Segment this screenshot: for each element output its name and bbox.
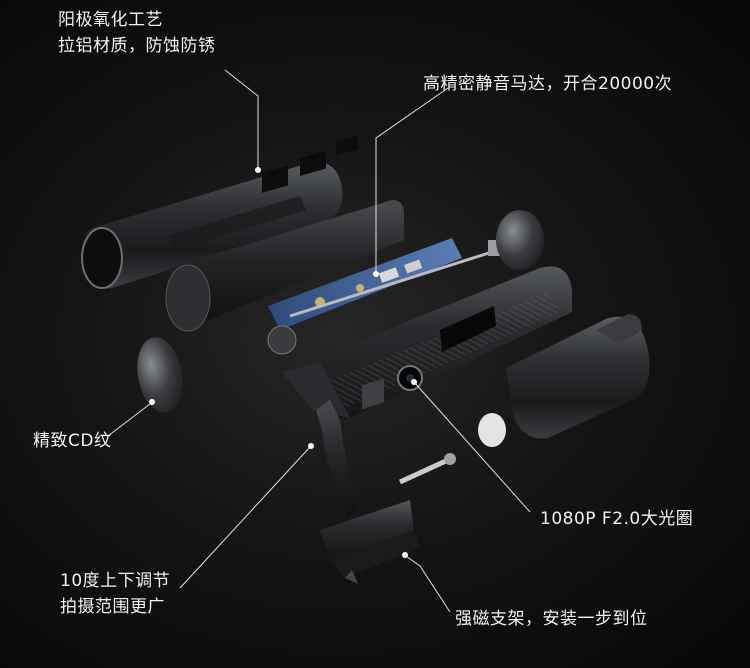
aluminum-tube [81,161,343,289]
label-camera-aperture: 1080P F2.0大光圈 [540,509,694,529]
callout-line-camera [413,381,531,513]
callout-lines [107,69,531,613]
label-magnetic-bracket: 强磁支架，安装一步到位 [455,609,648,629]
back-cover [478,314,650,447]
screw [398,453,456,485]
label-tilt-adjust: 10度上下调节 拍摄范围更广 [60,568,170,620]
label-cd-texture: 精致CD纹 [33,431,112,451]
magnetic-bracket [320,378,420,584]
cd-texture-disc [137,337,183,413]
callout-line-tilt [179,446,311,589]
inner-frame-shell [165,135,404,332]
label-tilt-line2: 拍摄范围更广 [60,597,165,617]
callout-line-cd [107,403,151,437]
right-end-disc [496,210,544,270]
label-anodized-line1: 阳极氧化工艺 [58,10,163,30]
motor-pcb-board [267,238,504,355]
callout-line-magnet [405,555,451,613]
callout-line-anodized [224,69,259,168]
label-anodized-aluminum: 阳极氧化工艺 拉铝材质，防蚀防锈 [58,7,216,59]
tilt-arm [316,400,360,518]
label-silent-motor: 高精密静音马达，开合20000次 [423,74,673,94]
callout-dots [149,167,417,558]
label-anodized-line2: 拉铝材质，防蚀防锈 [58,36,216,56]
label-tilt-line1: 10度上下调节 [60,571,171,591]
callout-line-motor [375,87,449,272]
white-knob-disc [478,413,506,447]
